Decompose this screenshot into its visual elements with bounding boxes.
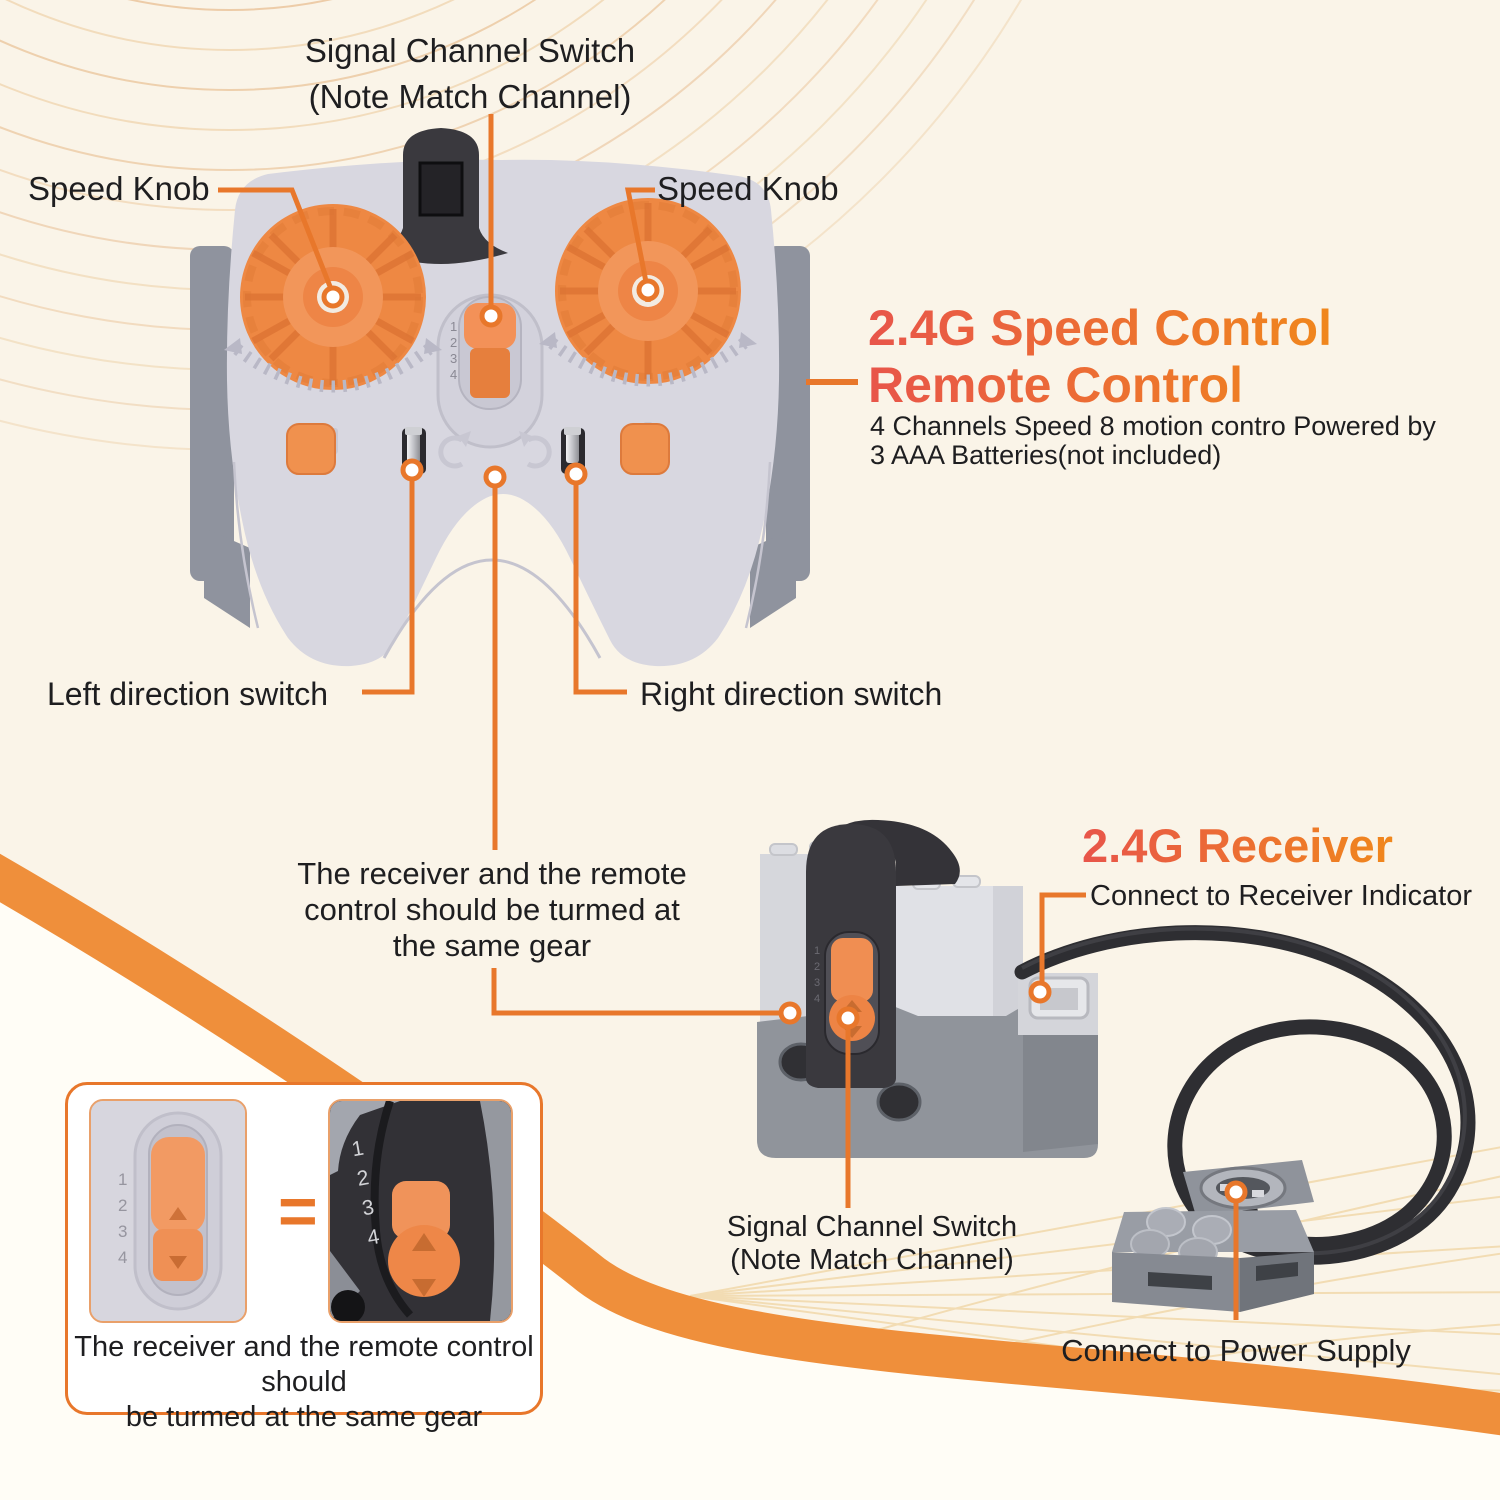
inset-caption: The receiver and the remote control shou… [72,1330,536,1435]
svg-text:4: 4 [814,993,820,1005]
svg-text:2: 2 [118,1196,127,1215]
leader-right-direction [573,482,627,695]
svg-text:4: 4 [118,1248,127,1267]
svg-text:3: 3 [450,351,457,366]
signal-bottom-line1: Signal Channel Switch [726,1211,1018,1243]
left-orange-button [286,423,336,475]
receiver-stud [769,843,798,856]
signal-channel-switch-top-label: Signal Channel Switch (Note Match Channe… [240,28,700,120]
svg-text:3: 3 [118,1222,127,1241]
plug-pin [1252,1190,1264,1197]
inset-caption-line2: be turmed at the same gear [125,1401,483,1433]
ccw-rotation-icon [438,431,471,469]
receiver-section-heading: 2.4G Receiver [1082,819,1393,872]
sync-note-middle: The receiver and the remote control shou… [262,856,722,964]
cable-highlight [1021,926,1467,1256]
plug-front-slot [1148,1272,1212,1290]
connect-power-supply-label: Connect to Power Supply [1061,1333,1411,1368]
receiver-switch-closeup-photo: 1 2 3 4 [328,1099,513,1323]
slider-up-arrow [169,1207,187,1220]
right-direction-toggle [561,427,585,474]
remote-left-seam [232,461,260,629]
sync-note-line3: the same gear [392,928,592,963]
cw-rotation-icon [519,431,552,469]
svg-text:3: 3 [360,1196,376,1221]
svg-text:3: 3 [814,977,820,989]
remote-left-grip [190,246,234,581]
sync-note-line2: control should be turmed at [304,892,680,927]
inset-caption-line1: The receiver and the remote control shou… [74,1331,534,1398]
leader-speed-knob-right [624,187,655,283]
svg-text:1: 1 [450,319,457,334]
inset-right-digits: 1 2 3 4 [350,1137,381,1250]
speed-knob-right-label: Speed Knob [657,170,839,207]
dial-down-arrow [412,1279,436,1297]
remote-channel-digits: 1 2 3 4 [450,319,457,382]
svg-text:4: 4 [366,1225,382,1250]
receiver-switch-slider [831,938,873,1002]
channel-slider-body [470,348,510,398]
remote-title-line2: Remote Control [868,357,1332,414]
gear-match-inset: 1 2 3 4 1 2 3 4 [65,1082,543,1415]
remote-right-seam [744,461,772,629]
left-direction-switch-label: Left direction switch [47,676,329,712]
svg-text:1: 1 [814,945,820,957]
dial-up-arrow [412,1233,436,1251]
equals-sign: = [278,1173,318,1249]
cable-and-connector [1014,925,1476,1312]
signal-bottom-line2: (Note Match Channel) [730,1244,1014,1276]
remote-section-heading: 2.4G Speed Control Remote Control [868,300,1332,414]
leader-lines [218,114,1239,1320]
slider-down-arrow [169,1256,187,1269]
receiver-illustration: 1 2 3 4 [757,819,1098,1158]
remote-desc-line1: 4 Channels Speed 8 motion contro Powered… [870,411,1436,441]
leader-sync-bottom [491,968,780,1016]
remote-desc-line2: 3 AAA Batteries(not included) [870,440,1222,470]
inset-left-digits: 1 2 3 4 [118,1170,127,1267]
receiver-pin-hole [876,1082,922,1122]
right-direction-switch-label: Right direction switch [640,676,943,712]
svg-text:1: 1 [350,1137,366,1162]
svg-text:1: 1 [118,1170,127,1189]
receiver-switch-closeup: 1 2 3 4 [330,1101,511,1321]
signal-channel-switch-bottom-label: Signal Channel Switch (Note Match Channe… [712,1211,1032,1277]
remote-switch-closeup: 1 2 3 4 [91,1101,245,1321]
svg-text:2: 2 [355,1166,371,1191]
svg-text:2: 2 [450,335,457,350]
speed-knob-left-label: Speed Knob [28,170,210,207]
remote-switch-closeup-photo: 1 2 3 4 [89,1099,247,1323]
connect-receiver-indicator-label: Connect to Receiver Indicator [1090,880,1473,912]
remote-title-line1: 2.4G Speed Control [868,300,1332,356]
leader-speed-knob-left [218,187,334,290]
remote-back-shell-left [204,528,250,628]
leader-receiver-indicator [1039,892,1086,986]
antenna-window [418,161,464,217]
cable-coil [1014,925,1476,1265]
remote-section-description: 4 Channels Speed 8 motion contro Powered… [870,412,1436,470]
right-orange-button [620,423,670,475]
svg-text:4: 4 [450,367,457,382]
sync-note-line1: The receiver and the remote [297,856,687,891]
plug-right-slot [1256,1262,1298,1281]
orange-ribbon [0,853,1500,1436]
svg-text:2: 2 [814,961,820,973]
leader-left-direction [362,478,415,695]
signal-top-line1: Signal Channel Switch [304,32,636,69]
signal-top-line2: (Note Match Channel) [308,78,632,115]
receiver-channel-digits: 1 2 3 4 [814,945,820,1005]
receiver-base-shade [1023,1006,1098,1152]
leader-dots [321,278,1248,1204]
